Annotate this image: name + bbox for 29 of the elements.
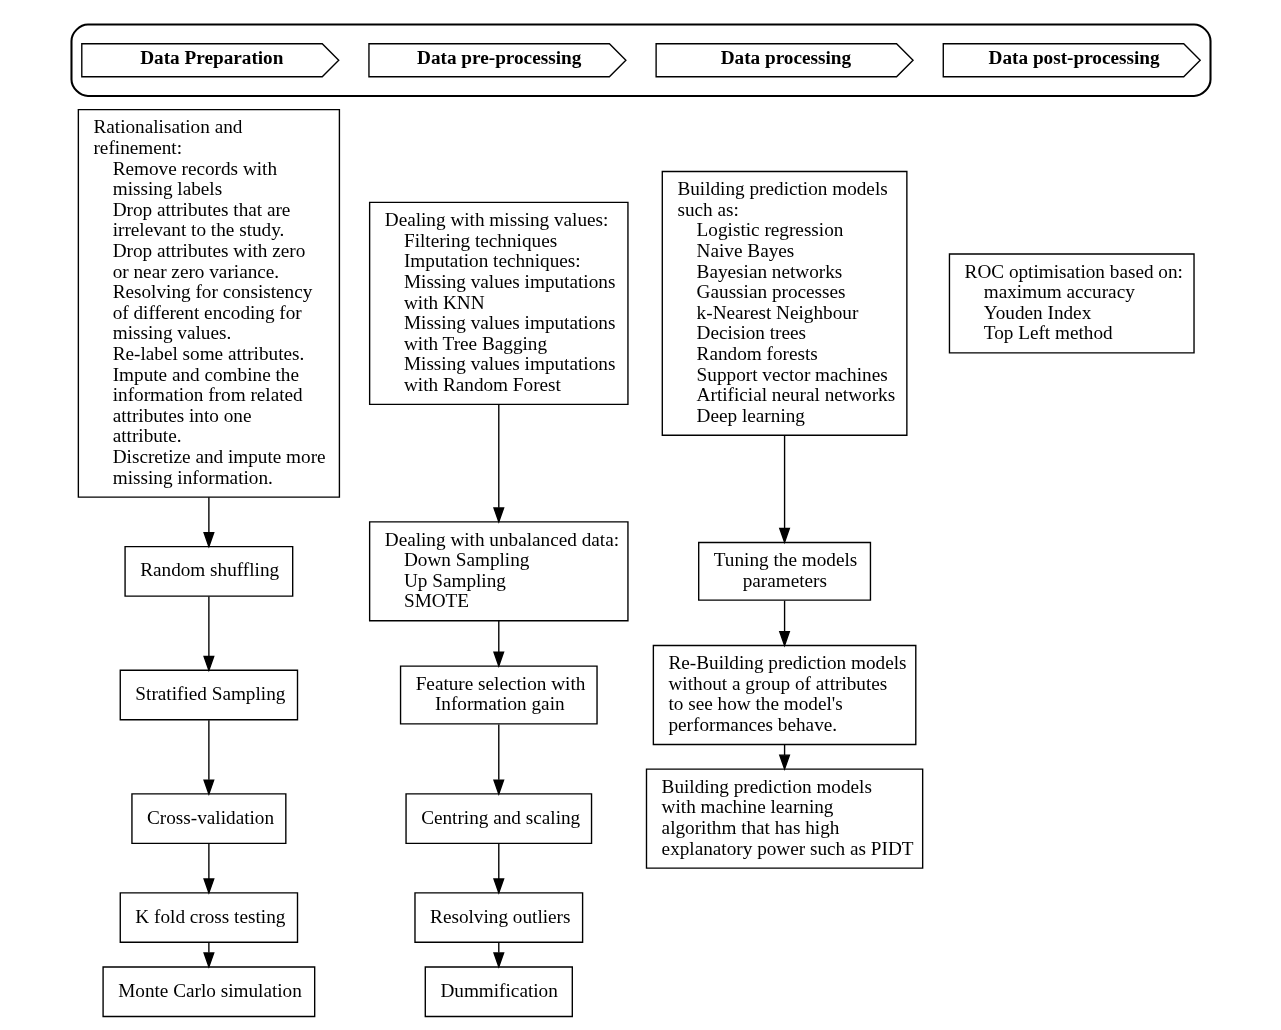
arrow [202,719,215,796]
node-box: Building prediction models with machine learning algorithm that has high explanatory power such as PIDT [645,768,923,869]
arrow [492,843,505,895]
node-box: Resolving outliers [413,892,583,943]
node-box: Feature selection with Information gain [399,665,598,725]
node-box: Rationalisation and refinement: Remove records with missing labels Drop attributes that are irrelevant to the study. Drop attributes with zero or near zero variance. Resolving for consistency of different encoding for missing values. Re-label some attributes. Impute and combine the information from related attributes into one attribute. Discretize and impute more missing information. [77,109,340,498]
arrow [492,403,505,524]
arrow [492,723,505,796]
node-box: Tuning the models parameters [697,541,871,601]
node-box: Centring and scaling [404,793,592,845]
arrow [202,595,215,673]
node-box: Random shuffling [123,545,293,597]
node-box: Monte Carlo simulation [101,966,315,1018]
arrow [778,434,790,545]
node-box: ROC optimisation based on: maximum accuracy Youden Index Top Left method [948,253,1195,354]
node-box: Dummification [424,966,573,1018]
node-box: Re-Building prediction models without a group of attributes to see how the model's performances behave. [652,644,916,746]
node-box: Dealing with unbalanced data: Down Sampling Up Sampling SMOTE [368,521,629,622]
node-box: Building prediction models such as: Logistic regression Naive Bayes Bayesian networks Gaussian processes k-Nearest Neighbour Decision trees Random forests Support vector machines Artificial neural networks Deep learning [661,170,908,436]
node-box: Stratified Sampling [119,669,298,721]
arrow [202,496,215,549]
arrow [492,620,505,668]
arrow [778,600,790,648]
cluster [69,23,1212,97]
node-box: K fold cross testing [119,892,298,943]
node-box: Dealing with missing values: Filtering techniques Imputation techniques: Missing values imputations with KNN Missing values imputations with Tree Bagging Missing values imputations with Random Forest [368,201,629,406]
node-box: Cross-validation [130,793,286,845]
arrow [202,843,215,895]
arrow [202,941,215,969]
